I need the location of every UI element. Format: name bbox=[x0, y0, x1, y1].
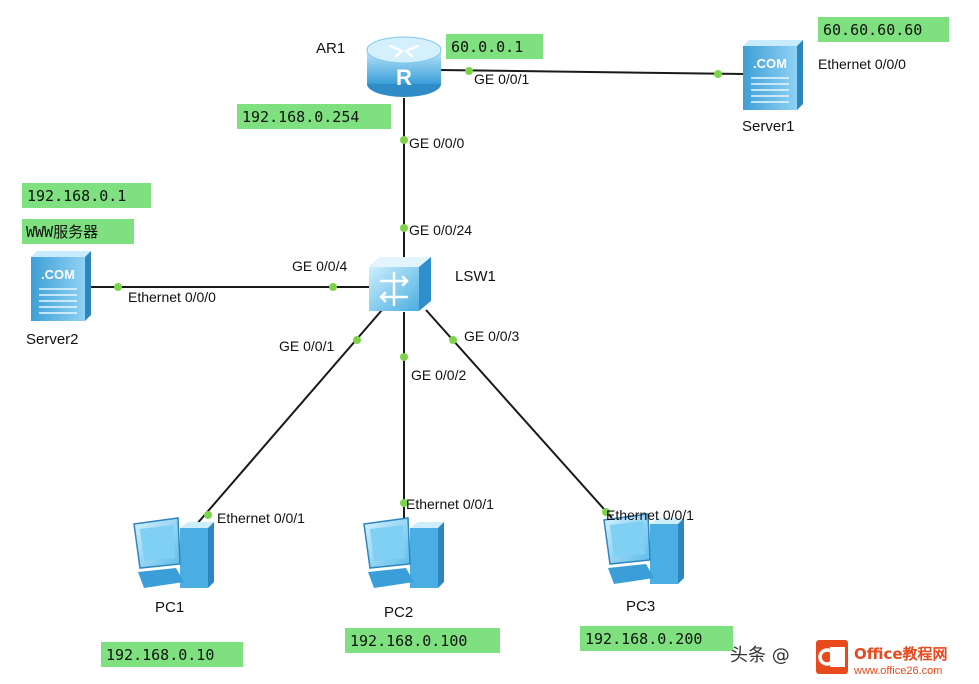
port-dot-server2-eth bbox=[114, 283, 122, 291]
port-label-server1-eth: Ethernet 0/0/0 bbox=[818, 56, 906, 72]
port-label-lsw1-ge003: GE 0/0/3 bbox=[464, 328, 519, 344]
server2-role-label: WWW服务器 bbox=[26, 223, 98, 241]
watermark-site: Office教程网 bbox=[854, 645, 948, 663]
port-dot-lsw1-ge0024 bbox=[400, 224, 408, 232]
watermark: 头条 @ Office教程网 www.office26.com bbox=[730, 640, 948, 677]
port-dot-lsw1-ge001 bbox=[353, 336, 361, 344]
pc1-icon[interactable] bbox=[133, 517, 214, 588]
port-label-pc1-eth: Ethernet 0/0/1 bbox=[217, 510, 305, 526]
server1-dotcom: .COM bbox=[753, 56, 787, 71]
port-dot-pc3-eth bbox=[602, 508, 610, 516]
port-label-ar1-ge000: GE 0/0/0 bbox=[409, 135, 464, 151]
port-dot-lsw1-ge002 bbox=[400, 353, 408, 361]
port-dot-ar1-ge001 bbox=[465, 67, 473, 75]
pc3-icon[interactable] bbox=[603, 513, 684, 584]
device-label-pc1: PC1 bbox=[155, 599, 184, 616]
port-labels: GE 0/0/1 Ethernet 0/0/0 GE 0/0/0 GE 0/0/… bbox=[128, 56, 906, 526]
ip-server2: 192.168.0.1 bbox=[27, 187, 126, 205]
port-label-lsw1-ge0024: GE 0/0/24 bbox=[409, 222, 472, 238]
links bbox=[90, 69, 745, 526]
ip-pc1: 192.168.0.10 bbox=[106, 646, 214, 664]
port-label-lsw1-ge004: GE 0/0/4 bbox=[292, 258, 347, 274]
port-dot-lsw1-ge003 bbox=[449, 336, 457, 344]
ip-server1: 60.60.60.60 bbox=[823, 21, 922, 39]
link-lsw1-pc1 bbox=[195, 309, 383, 526]
port-dots bbox=[114, 67, 722, 519]
device-label-pc3: PC3 bbox=[626, 598, 655, 615]
port-dot-pc2-eth bbox=[400, 499, 408, 507]
watermark-source: 头条 @ bbox=[730, 645, 790, 666]
switch-icon[interactable] bbox=[369, 257, 431, 311]
port-label-server2-eth: Ethernet 0/0/0 bbox=[128, 289, 216, 305]
pc2-icon[interactable] bbox=[363, 517, 444, 588]
device-label-server2: Server2 bbox=[26, 331, 79, 348]
port-dot-pc1-eth bbox=[204, 511, 212, 519]
router-icon[interactable]: R bbox=[366, 36, 442, 97]
port-dot-ar1-ge000 bbox=[400, 136, 408, 144]
device-label-ar1: AR1 bbox=[316, 40, 345, 57]
ip-pc3: 192.168.0.200 bbox=[585, 630, 702, 648]
office-logo-icon bbox=[816, 640, 848, 674]
server2-dotcom: .COM bbox=[41, 267, 75, 282]
device-label-pc2: PC2 bbox=[384, 604, 413, 621]
port-label-lsw1-ge001: GE 0/0/1 bbox=[279, 338, 334, 354]
ip-pc2: 192.168.0.100 bbox=[350, 632, 467, 650]
server1-icon[interactable]: .COM bbox=[743, 40, 803, 110]
device-label-lsw1: LSW1 bbox=[455, 268, 496, 285]
ip-ar1-lan: 192.168.0.254 bbox=[242, 108, 359, 126]
server2-icon[interactable]: .COM bbox=[31, 251, 91, 321]
device-label-server1: Server1 bbox=[742, 118, 795, 135]
port-label-lsw1-ge002: GE 0/0/2 bbox=[411, 367, 466, 383]
router-r-glyph: R bbox=[396, 65, 412, 90]
watermark-url: www.office26.com bbox=[853, 665, 942, 677]
ip-ar1-wan: 60.0.0.1 bbox=[451, 38, 523, 56]
port-dot-lsw1-ge004 bbox=[329, 283, 337, 291]
link-lsw1-pc3 bbox=[425, 309, 613, 519]
ip-labels: 60.0.0.1 60.60.60.60 192.168.0.254 192.1… bbox=[22, 17, 949, 667]
link-ar1-server1 bbox=[439, 69, 745, 75]
port-dot-server1-eth bbox=[714, 70, 722, 78]
port-label-pc2-eth: Ethernet 0/0/1 bbox=[406, 496, 494, 512]
port-label-ar1-ge001: GE 0/0/1 bbox=[474, 71, 529, 87]
port-label-pc3-eth: Ethernet 0/0/1 bbox=[606, 507, 694, 523]
